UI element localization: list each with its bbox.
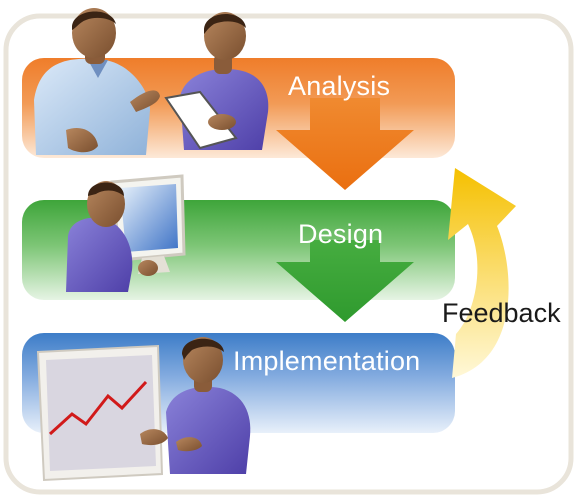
design-to-implementation-arrow — [276, 240, 414, 322]
trend-line — [48, 380, 148, 436]
designer-person-illustration — [66, 174, 186, 292]
stage-label-design: Design — [298, 219, 384, 249]
stage-label-implementation: Implementation — [233, 346, 421, 376]
stage-label-analysis: Analysis — [288, 71, 391, 101]
presenter-person-illustration — [140, 337, 251, 474]
analysis-to-design-arrow — [276, 98, 414, 190]
chart-board-illustration — [36, 344, 164, 482]
feedback-arrow — [448, 168, 516, 378]
clipboard-person-illustration — [164, 12, 269, 150]
analyst-person-illustration — [34, 8, 160, 155]
feedback-label: Feedback — [442, 298, 561, 328]
